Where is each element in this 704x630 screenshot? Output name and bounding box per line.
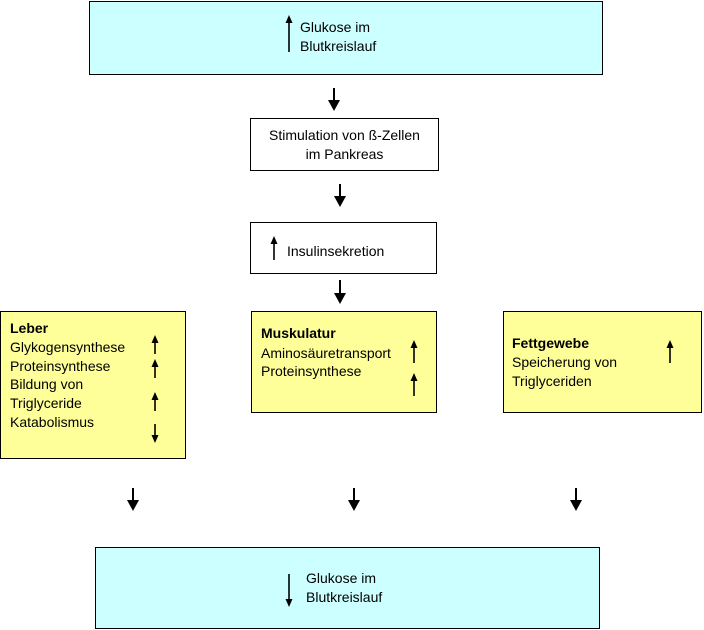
- flow-arrow-1-icon: [328, 88, 340, 111]
- fat-label-line1: Speicherung von: [512, 354, 618, 370]
- liver-triglyceride-up-arrow-icon: [151, 392, 159, 411]
- glucose-top-label-line1: Glukose im: [300, 19, 371, 35]
- stimulation-label-line2: im Pankreas: [305, 146, 384, 162]
- liver-item-triglyceride: Triglyceride: [10, 395, 82, 411]
- liver-protein-up-arrow-icon: [151, 359, 159, 378]
- muscle-box: [251, 311, 437, 413]
- glucose-top-box: [89, 1, 603, 75]
- liver-item-catabolism: Katabolismus: [10, 414, 95, 430]
- muscle-item-aminoacid: Aminosäuretransport: [261, 345, 391, 361]
- stimulation-box: [250, 118, 439, 171]
- fat-label-line2: Triglyceriden: [512, 373, 592, 389]
- glucose-top-up-arrow-icon: [285, 15, 293, 52]
- insulin-label: Insulinsekretion: [287, 243, 385, 259]
- flow-arrow-3-icon: [334, 280, 346, 304]
- insulin-box: [250, 222, 437, 274]
- fat-up-arrow-icon: [666, 340, 674, 363]
- liver-item-protein: Proteinsynthese: [10, 358, 111, 374]
- fat-title: Fettgewebe: [512, 335, 590, 351]
- flow-arrow-2-icon: [334, 184, 346, 207]
- liver-catabolism-down-arrow-icon: [151, 424, 159, 443]
- muscle-protein-up-arrow-icon: [410, 373, 418, 396]
- glucose-bottom-label-line2: Blutkreislauf: [306, 589, 383, 605]
- flow-arrow-liver-icon: [127, 488, 139, 511]
- fat-box: [503, 311, 702, 413]
- liver-item-glycogen: Glykogensynthese: [10, 339, 126, 355]
- glucose-bottom-label-line1: Glukose im: [306, 570, 377, 586]
- stimulation-label-line1: Stimulation von ß-Zellen: [269, 127, 420, 143]
- liver-title: Leber: [10, 320, 49, 336]
- glucose-top-label-line2: Blutkreislauf: [300, 38, 377, 54]
- liver-item-bildung: Bildung von: [10, 376, 84, 392]
- insulin-up-arrow-icon: [270, 236, 278, 260]
- flow-arrow-fat-icon: [570, 488, 582, 511]
- muscle-title: Muskulatur: [261, 325, 336, 341]
- liver-glycogen-up-arrow-icon: [151, 335, 159, 354]
- flow-arrow-muscle-icon: [348, 488, 360, 511]
- muscle-item-protein: Proteinsynthese: [261, 363, 362, 379]
- glucose-bottom-down-arrow-icon: [285, 574, 293, 607]
- glucose-bottom-box: [95, 547, 600, 629]
- muscle-aminoacid-up-arrow-icon: [410, 340, 418, 363]
